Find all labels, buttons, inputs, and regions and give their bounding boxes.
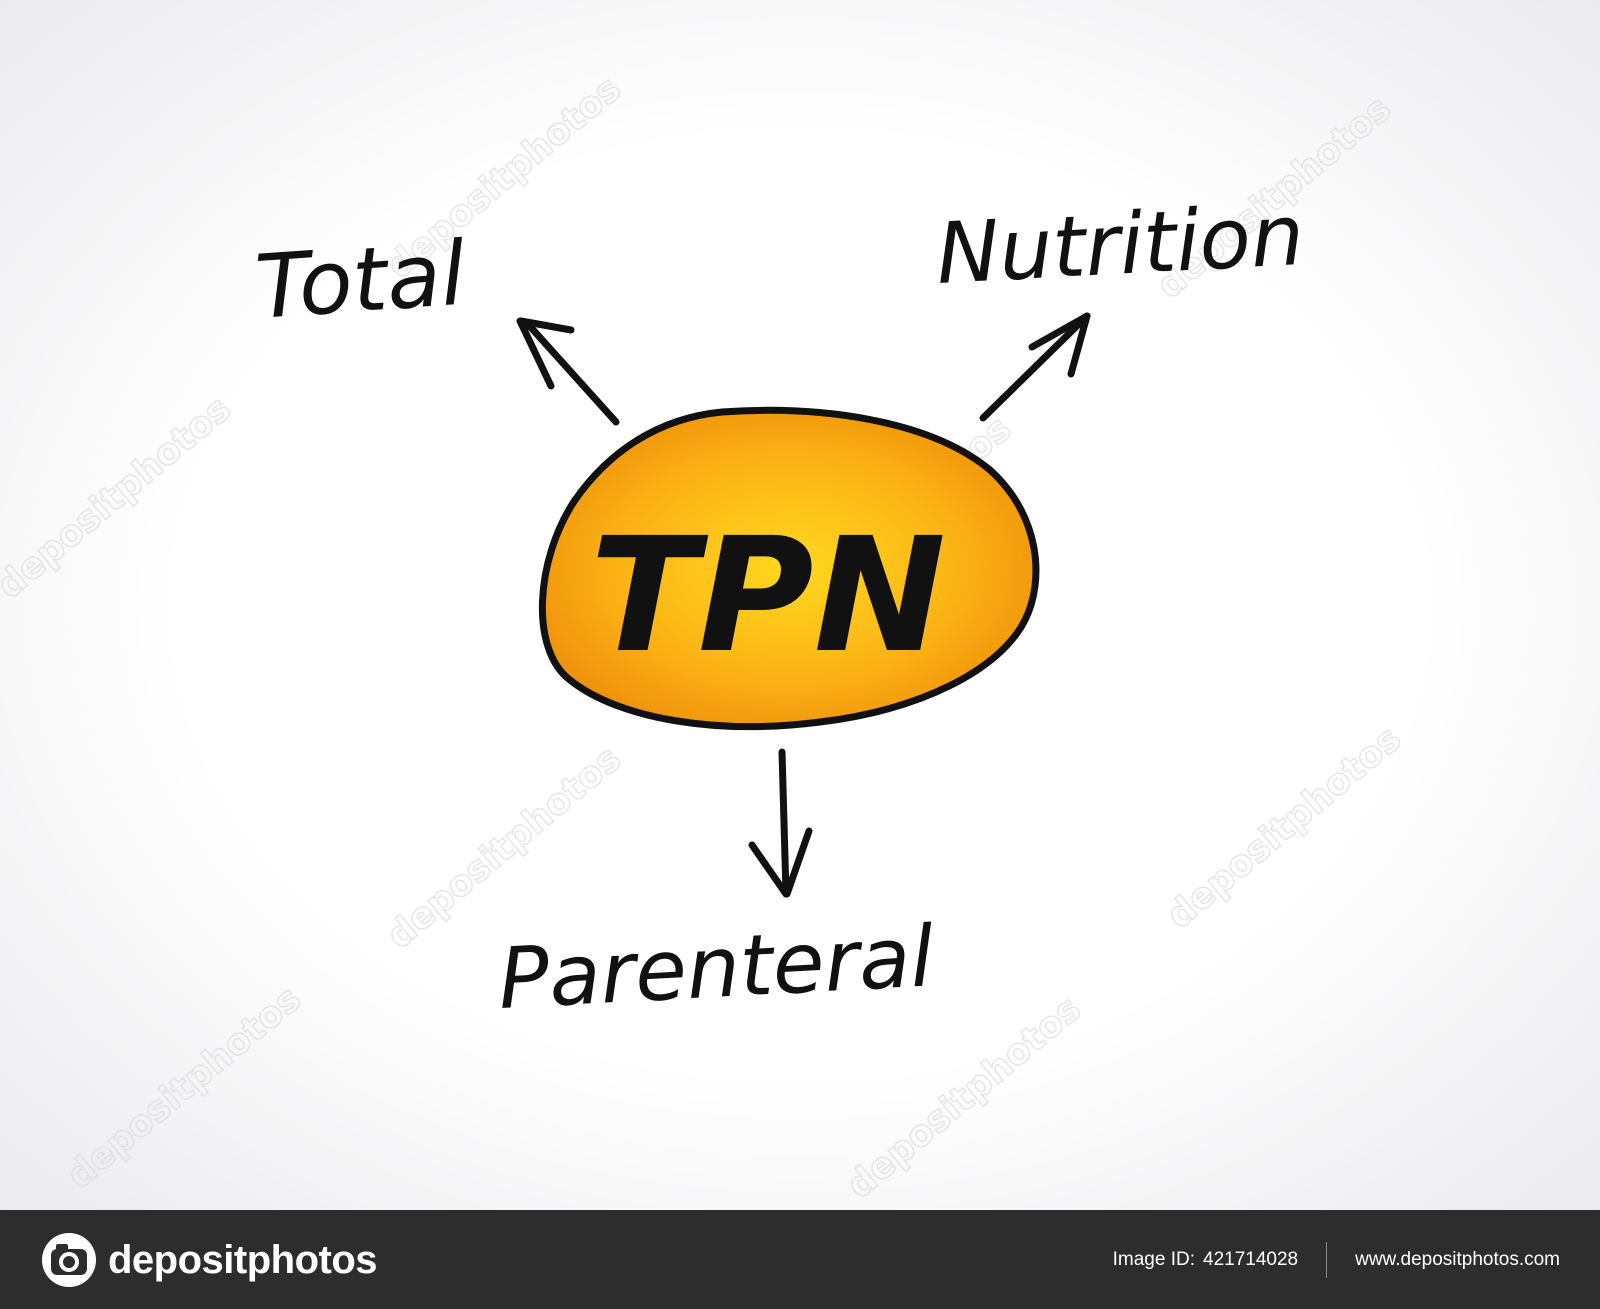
arrow-to-nutrition <box>979 312 1091 422</box>
watermark-text: depositphotos <box>379 738 628 957</box>
node-total: Total <box>252 222 469 339</box>
camera-aperture-icon <box>42 1233 96 1287</box>
brand[interactable]: depositphotos <box>40 1228 378 1292</box>
footer-divider <box>1326 1241 1328 1278</box>
watermark-text: depositphotos <box>1159 718 1408 937</box>
website-link[interactable]: www.depositphotos.com <box>1355 1248 1560 1270</box>
watermark-text: depositphotos <box>0 388 239 607</box>
node-parenteral: Parenteral <box>496 907 936 1028</box>
node-nutrition: Nutrition <box>934 186 1306 303</box>
footer-bar: depositphotos Image ID: 421714028 www.de… <box>0 1210 1600 1309</box>
image-id-label: Image ID: <box>1112 1248 1195 1270</box>
watermark-text: depositphotos <box>839 988 1088 1207</box>
brand-name: depositphotos <box>108 1237 378 1282</box>
arrow-to-total <box>516 317 620 426</box>
mind-map: depositphotos depositphotos depositphoto… <box>0 68 1410 1208</box>
watermark-text: depositphotos <box>59 978 308 1197</box>
footer-info: Image ID: 421714028 www.depositphotos.co… <box>1113 1210 1560 1309</box>
arrow-to-parenteral <box>748 748 813 898</box>
center-node: TPN <box>538 406 1040 731</box>
center-label: TPN <box>590 504 946 688</box>
image-id-value: 421714028 <box>1203 1248 1299 1270</box>
diagram-canvas: depositphotos depositphotos depositphoto… <box>0 0 1600 1210</box>
